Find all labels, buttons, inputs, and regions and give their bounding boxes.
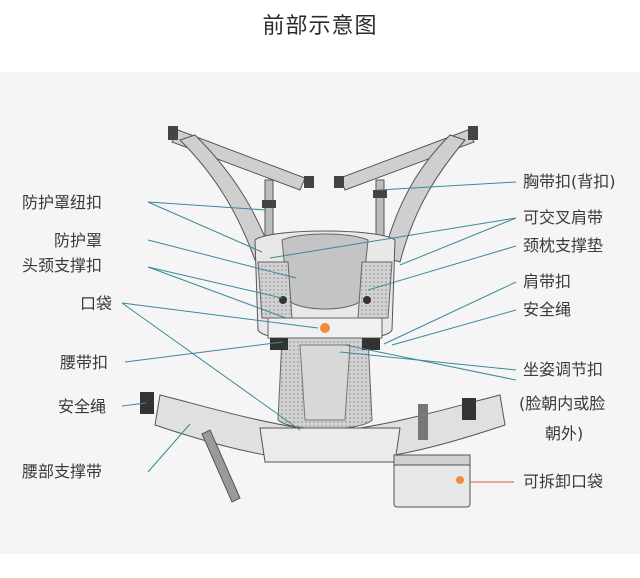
detachable-pocket — [393, 454, 471, 508]
waist-buckle-icon — [462, 398, 476, 420]
neck-support-right — [357, 261, 393, 319]
label-waist-buckle: 腰带扣 — [60, 353, 109, 372]
protective-hood — [281, 233, 369, 310]
strap-buckle-icon — [304, 176, 314, 188]
strap-buckle-icon — [168, 126, 178, 140]
carrier-body — [254, 230, 396, 430]
logo-icon — [320, 323, 330, 333]
label-safety-cord-left: 安全绳 — [58, 397, 107, 416]
logo-icon — [456, 476, 464, 484]
waist-belt — [140, 392, 506, 503]
label-safety-cord-right: 安全绳 — [523, 300, 572, 319]
label-seat-adjust-note-2: 朝外) — [545, 424, 584, 443]
label-chest-strap-buckle: 胸带扣(背扣) — [523, 172, 616, 191]
label-shield: 防护罩 — [54, 231, 103, 250]
label-seat-adjust-buckle: 坐姿调节扣 — [523, 360, 604, 379]
label-shoulder-buckle: 肩带扣 — [523, 272, 572, 291]
label-pocket: 口袋 — [80, 294, 113, 313]
label-lumbar-support-belt: 腰部支撑带 — [22, 462, 103, 481]
strap-buckle-icon — [468, 126, 478, 140]
diagram-title: 前部示意图 — [262, 14, 378, 39]
label-detachable-pocket: 可拆卸口袋 — [523, 472, 604, 491]
label-neck-support-buckle: 头颈支撑扣 — [22, 256, 103, 275]
label-seat-adjust-note-1: (脸朝内或脸 — [519, 394, 606, 413]
strap-buckle-icon — [334, 176, 344, 188]
label-cross-shoulder-strap: 可交叉肩带 — [523, 208, 604, 227]
waist-buckle-icon — [140, 392, 154, 414]
leader-lines — [121, 181, 517, 473]
label-neck-pillow: 颈枕支撑垫 — [523, 236, 604, 255]
label-shield-button: 防护罩纽扣 — [22, 193, 103, 212]
